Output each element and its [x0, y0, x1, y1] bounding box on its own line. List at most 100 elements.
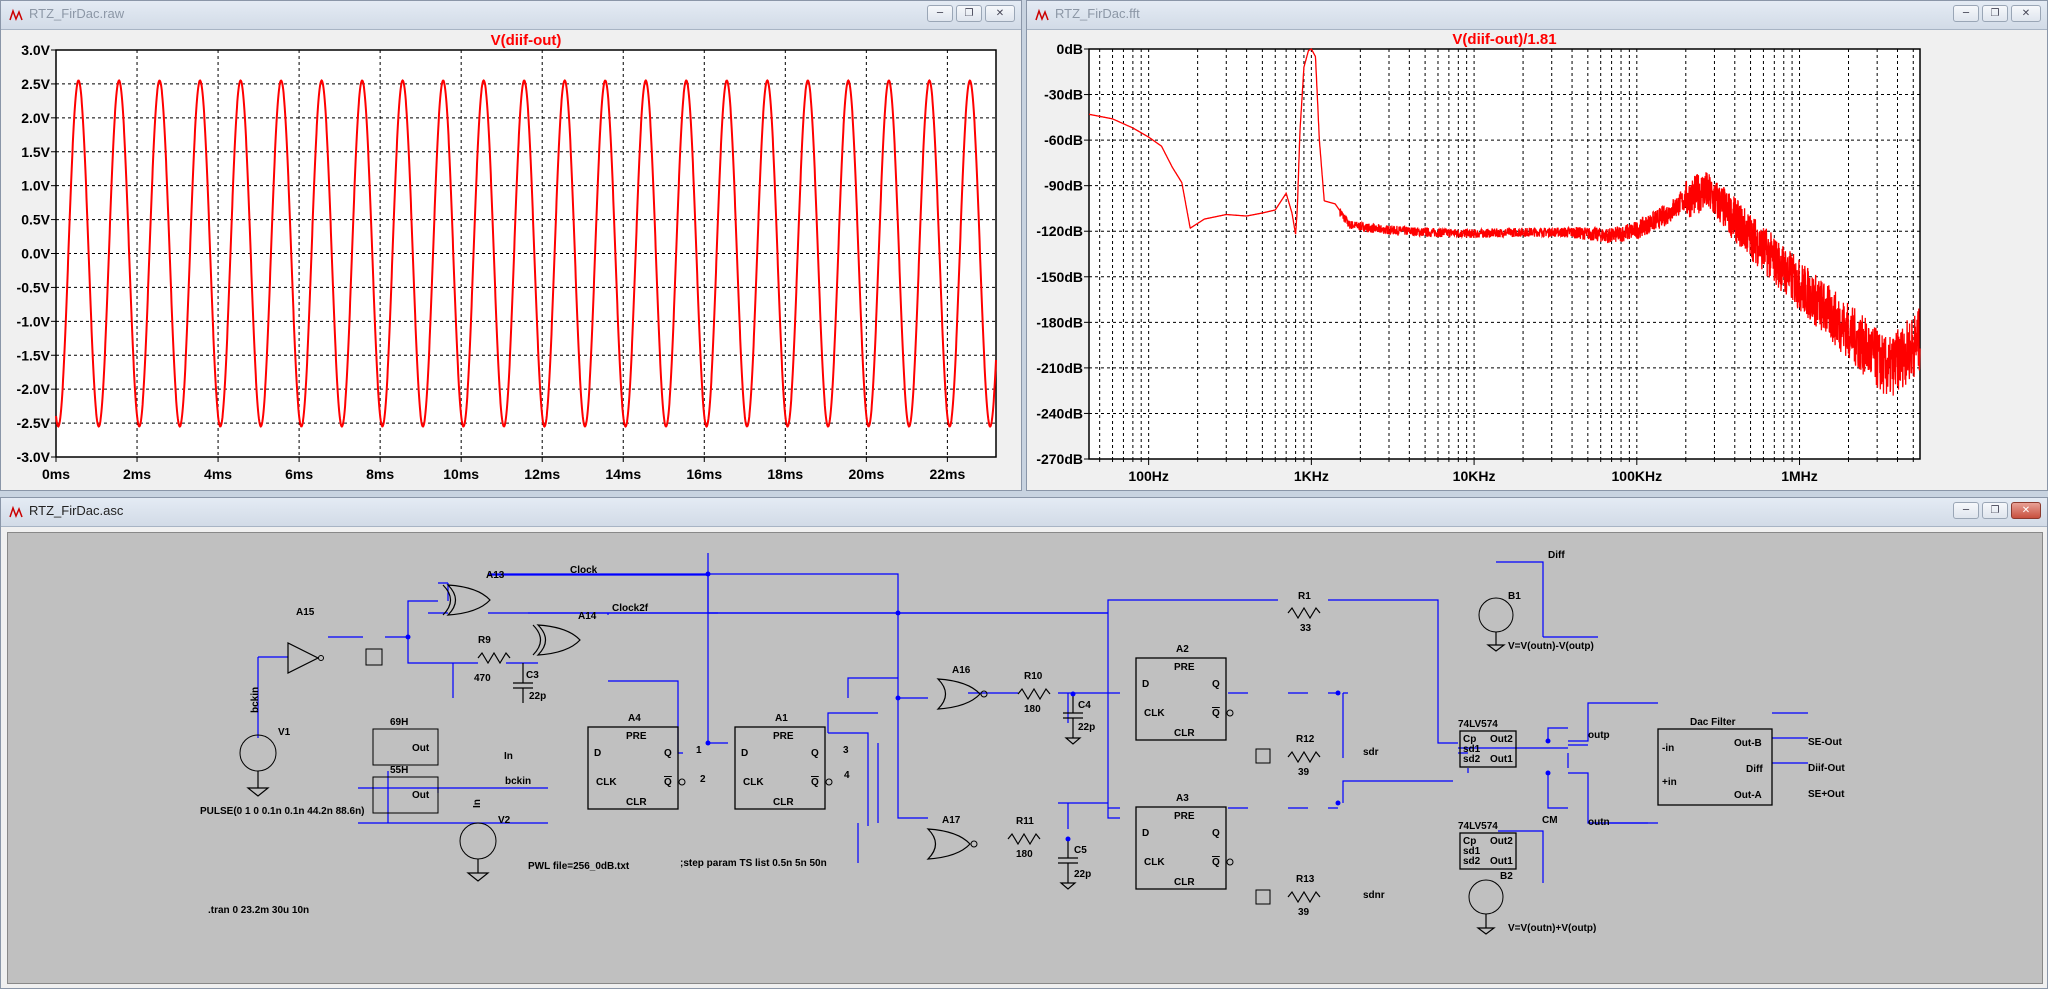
y-tick-label: 0.5V [21, 212, 50, 228]
schematic-label: 39 [1298, 907, 1310, 918]
junction-dot [1545, 770, 1551, 776]
buffer-box [1255, 748, 1271, 764]
series-line-fft [1088, 47, 1921, 396]
y-tick-label: 2.5V [21, 76, 50, 92]
schematic-label: In [504, 751, 513, 762]
schematic-label: Q [811, 777, 819, 788]
series-line-v-diif-out [55, 79, 997, 428]
schematic-label: Diff [1746, 764, 1763, 775]
restore-icon[interactable]: ❐ [1982, 5, 2008, 22]
box-55h [372, 776, 439, 814]
schematic-label: Out2 [1490, 836, 1513, 847]
schematic-label: SE+Out [1808, 789, 1845, 800]
flip-flop-a2 [1135, 657, 1227, 741]
schematic-label: PRE [626, 731, 647, 742]
schematic-label: A15 [296, 607, 315, 618]
schematic-label: 39 [1298, 767, 1310, 778]
schematic-label: 1 [696, 745, 702, 756]
dac-filter-block [1657, 728, 1773, 806]
schematic-label: CLR [626, 797, 647, 808]
transient-titlebar[interactable]: RTZ_FirDac.raw ─ ❐ ✕ [1, 1, 1021, 30]
y-tick-label: -1.5V [17, 347, 51, 363]
behavioral-source-b1 [1478, 597, 1514, 633]
schematic-label: In [472, 799, 483, 808]
y-tick-label: -120dB [1036, 223, 1083, 239]
schematic-label: Clock2f [612, 603, 649, 614]
schematic-label: B1 [1508, 591, 1521, 602]
resistor-r9 [477, 651, 511, 665]
x-tick-label: 100KHz [1612, 468, 1663, 484]
junction-dot [1335, 800, 1341, 806]
chart-title: V(diif-out)/1.81 [1452, 31, 1556, 48]
schematic-label: Q [664, 748, 672, 759]
y-tick-label: 0.0V [21, 246, 50, 262]
flip-flop-a3 [1135, 806, 1227, 890]
capacitor-c4 [1063, 694, 1083, 745]
schematic-label: R11 [1016, 816, 1034, 827]
close-icon[interactable]: ✕ [2011, 5, 2041, 22]
x-tick-label: 0ms [42, 466, 70, 482]
x-tick-label: 100Hz [1128, 468, 1168, 484]
y-tick-label: -60dB [1044, 132, 1083, 148]
close-icon[interactable]: ✕ [2011, 502, 2041, 519]
schematic-label: 180 [1016, 849, 1033, 860]
gate-bubble [970, 840, 978, 848]
schematic-label: ;step param TS list 0.5n 5n 50n [680, 858, 827, 869]
schematic-label: Out1 [1490, 754, 1513, 765]
resistor-r11 [1007, 832, 1041, 846]
schematic-label: 55H [390, 765, 408, 776]
schematic-label: Dac Filter [1690, 717, 1736, 728]
schematic-label: Out1 [1490, 856, 1513, 867]
schematic-label: sd1 [1463, 846, 1481, 857]
schematic-label: D [1142, 828, 1149, 839]
schematic-label: CLR [1174, 728, 1195, 739]
ground-icon [1486, 632, 1506, 652]
schematic-label: V2 [498, 815, 511, 826]
schematic-label: A14 [578, 611, 597, 622]
y-tick-label: -240dB [1036, 405, 1083, 421]
schematic-label: 74LV574 [1458, 821, 1498, 832]
qbar-bubble [1226, 858, 1234, 866]
y-tick-label: -2.5V [17, 415, 51, 431]
close-icon[interactable]: ✕ [985, 5, 1015, 22]
schematic-label: PRE [773, 731, 794, 742]
window-title: RTZ_FirDac.fft [1055, 6, 1140, 21]
schematic-label: A2 [1176, 644, 1189, 655]
schematic-label: Out-B [1734, 738, 1762, 749]
minimize-icon[interactable]: ─ [1953, 502, 1979, 519]
resistor-r1 [1287, 606, 1321, 620]
schematic-label: Q [664, 777, 672, 788]
y-tick-label: 3.0V [21, 42, 50, 58]
schematic-label: A4 [628, 713, 641, 724]
x-tick-label: 16ms [686, 466, 722, 482]
nor-gate-a17 [926, 828, 971, 860]
voltage-source-v1 [239, 734, 277, 772]
buffer-a15 [287, 642, 320, 674]
schematic-label: B2 [1500, 871, 1513, 882]
xor-gate-a14 [532, 624, 581, 656]
schematic-titlebar[interactable]: RTZ_FirDac.asc ─ ❐ ✕ [1, 498, 2047, 527]
restore-icon[interactable]: ❐ [956, 5, 982, 22]
x-tick-label: 20ms [848, 466, 884, 482]
y-tick-label: -30dB [1044, 87, 1083, 103]
ground-icon [466, 859, 490, 882]
schematic-label: R10 [1024, 671, 1043, 682]
fft-titlebar[interactable]: RTZ_FirDac.fft ─ ❐ ✕ [1027, 1, 2047, 30]
schematic-label: Diff [1548, 550, 1565, 561]
schematic-label: Out-A [1734, 790, 1762, 801]
minimize-icon[interactable]: ─ [927, 5, 953, 22]
schematic-label: Q [1212, 679, 1220, 690]
x-tick-label: 1KHz [1294, 468, 1329, 484]
restore-icon[interactable]: ❐ [1982, 502, 2008, 519]
minimize-icon[interactable]: ─ [1953, 5, 1979, 22]
schematic-label: .tran 0 23.2m 30u 10n [208, 905, 309, 916]
flip-flop-a1 [734, 726, 826, 810]
capacitor-c5 [1058, 839, 1078, 890]
schematic-label: Out2 [1490, 734, 1513, 745]
